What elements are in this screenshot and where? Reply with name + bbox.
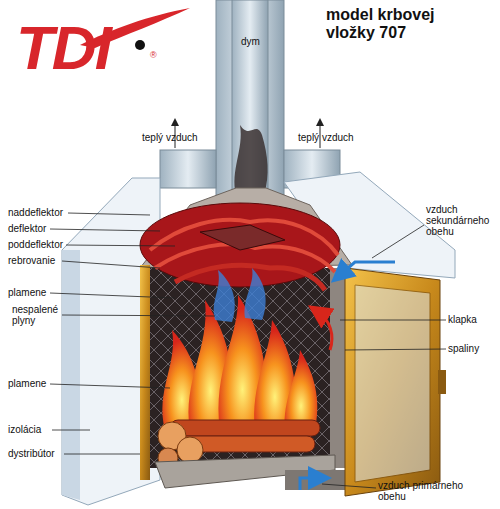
flame: [285, 350, 318, 430]
part-label: teplý vzduch: [142, 132, 222, 143]
part-label: plamene: [8, 378, 78, 389]
unburnt-gas: [245, 268, 266, 320]
part-label: teplý vzduch: [298, 132, 378, 143]
title: model krbovej vložky 707: [326, 6, 466, 42]
logo-text: TDI: [16, 16, 176, 80]
logo-dot: [135, 40, 145, 50]
air-arrow: [300, 478, 320, 490]
chimney-pipe: [216, 0, 284, 195]
firebox: [150, 268, 345, 468]
part-label: dym: [241, 36, 271, 47]
smoke: [234, 125, 267, 195]
part-label: spaliny: [448, 343, 498, 354]
part-label: nespalené plyny: [12, 304, 66, 326]
log-end: [177, 437, 203, 463]
part-label: izolácia: [8, 424, 78, 435]
door-glass: [355, 285, 430, 482]
part-label: klapka: [448, 314, 498, 325]
door-frame: [345, 268, 440, 496]
unburnt-gas: [214, 270, 235, 322]
primary-air-channel: [285, 470, 345, 490]
deflector-plate: [200, 225, 285, 250]
deflector-rib: [150, 220, 338, 255]
part-label: naddeflektor: [8, 207, 78, 218]
part-label: rebrovanie: [8, 255, 78, 266]
side-panel: [330, 268, 345, 468]
part-label: deflektor: [8, 223, 78, 234]
air-arrow: [340, 262, 395, 275]
part-label: dystribútor: [8, 448, 78, 459]
leader-lines: [50, 213, 446, 488]
deflector-rib: [175, 265, 325, 290]
part-label: vzduch primárneho obehu: [378, 480, 470, 502]
door-handle: [438, 370, 446, 394]
smoke-pipe: [232, 0, 268, 195]
part-label: vzduch sekundárneho obehu: [426, 204, 498, 237]
flue-arrow: [318, 312, 332, 350]
warm-air-collar: [160, 150, 216, 188]
part-label: poddeflektor: [8, 239, 78, 250]
insulation-side: [62, 250, 80, 500]
logo-mark: ®: [150, 50, 164, 61]
log: [170, 420, 320, 436]
part-label: plamene: [8, 287, 78, 298]
insulation: [62, 178, 160, 505]
